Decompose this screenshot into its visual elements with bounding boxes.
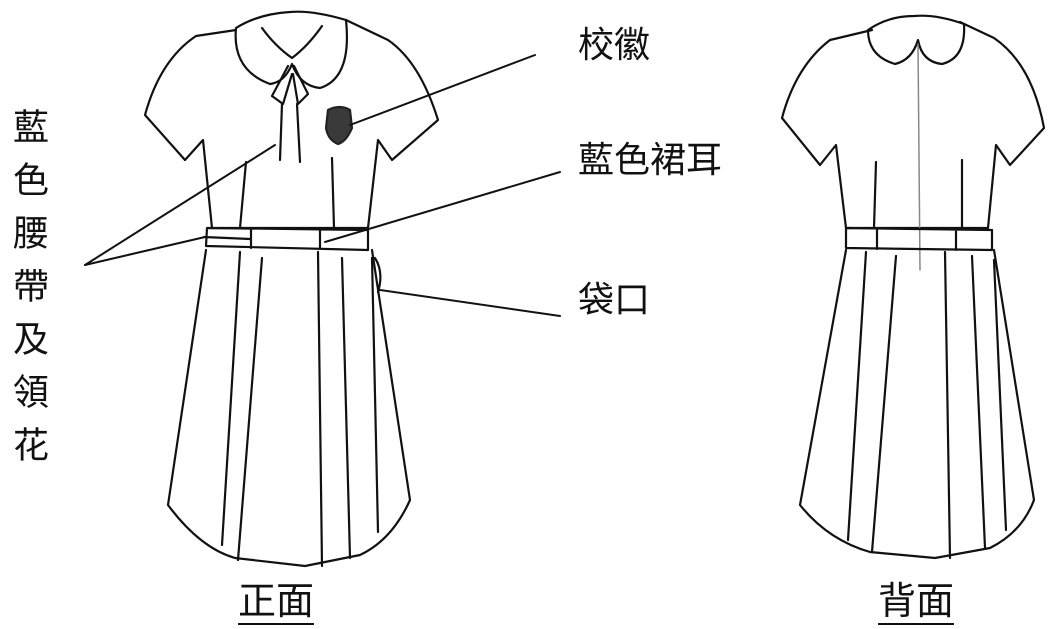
leader-badge (349, 54, 536, 126)
front-belt (202, 226, 370, 252)
front-skirt-pleats (220, 250, 380, 568)
caption-front: 正面 (238, 579, 315, 625)
back-collar (866, 14, 966, 66)
label-blue-belt-and-bow: 藍色腰帶及領花 (7, 108, 48, 479)
back-bodice (780, 20, 1046, 230)
back-skirt-pleats (846, 250, 1008, 560)
caption-back: 背面 (878, 579, 955, 625)
back-darts (872, 158, 964, 230)
label-school-badge: 校徽 (578, 25, 651, 66)
back-dress (780, 14, 1046, 560)
front-darts (238, 156, 336, 230)
leader-skirt-ear (324, 171, 561, 243)
leader-pocket (379, 289, 561, 317)
back-skirt (798, 248, 1036, 560)
front-bodice (143, 18, 440, 230)
leader-lines (84, 54, 561, 317)
front-collar-inner (260, 24, 324, 60)
leader-belt (84, 236, 206, 266)
back-zip (917, 43, 921, 271)
front-collar (234, 10, 348, 90)
back-belt (844, 226, 994, 252)
front-pocket-slit (373, 256, 382, 294)
label-pocket: 袋口 (578, 280, 651, 321)
front-dress (143, 10, 440, 568)
front-bow (270, 64, 310, 164)
front-skirt (166, 248, 412, 568)
leader-bow (84, 144, 276, 266)
label-blue-skirt-ear: 藍色裙耳 (578, 140, 723, 181)
school-badge (324, 105, 354, 146)
